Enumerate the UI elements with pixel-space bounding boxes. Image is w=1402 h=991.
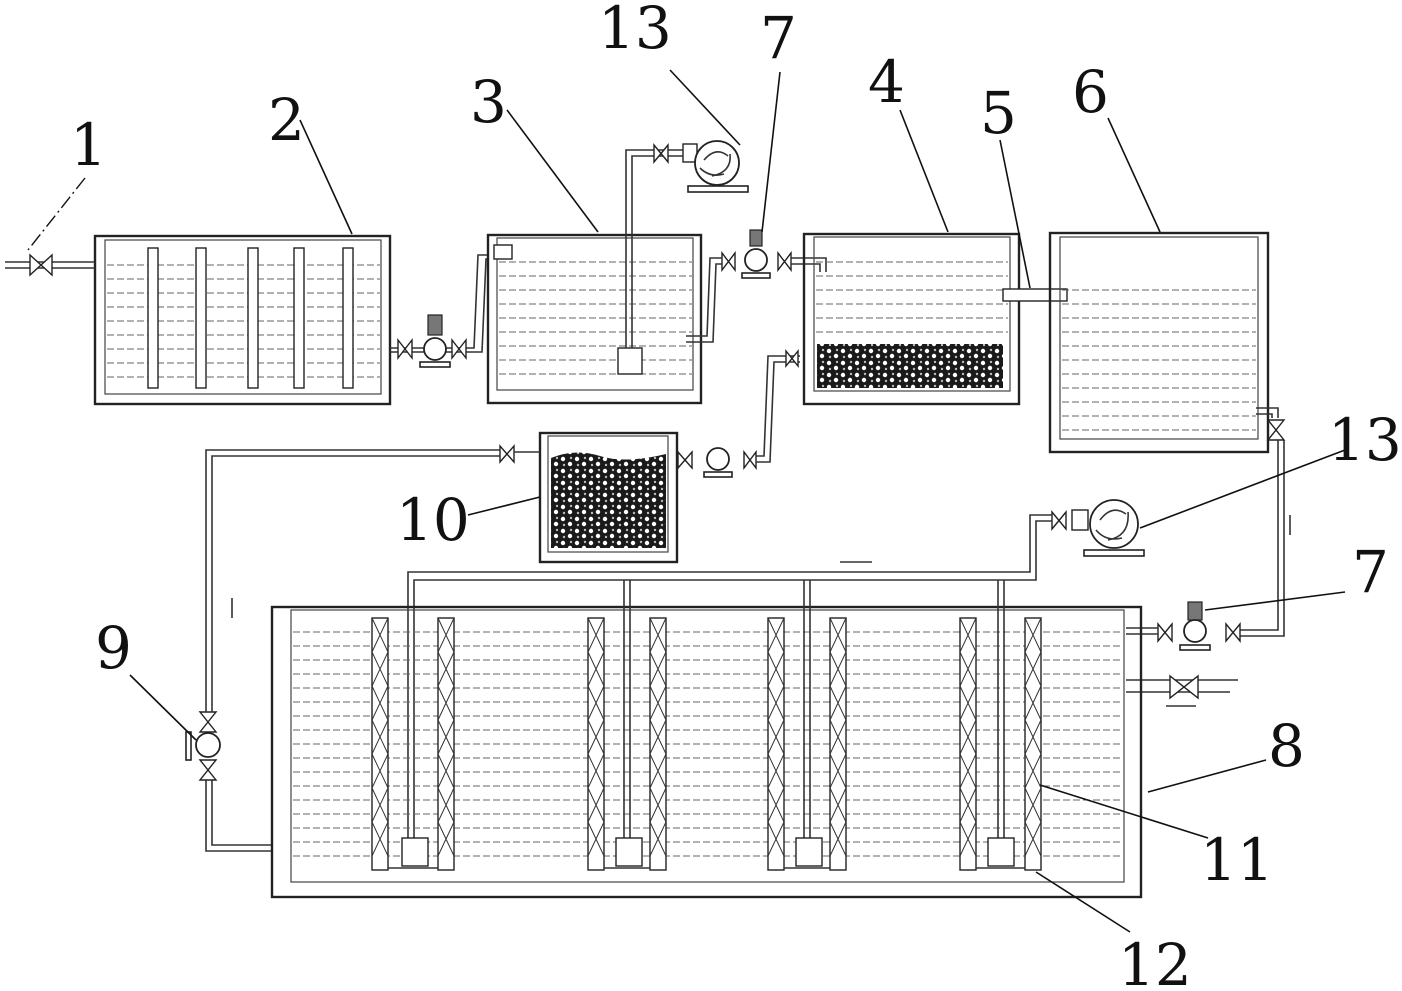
pump-9-recirculation <box>185 444 540 852</box>
membrane-module-2 <box>587 580 667 871</box>
media-bed <box>551 452 666 548</box>
label-3: 3 <box>470 68 507 136</box>
valve-icon <box>198 759 218 781</box>
blower-icon <box>694 140 740 186</box>
filter-media <box>817 344 1003 388</box>
outlet-valve-icon <box>1169 674 1199 700</box>
pump-2-to-3 <box>390 254 488 368</box>
valve-icon <box>1266 419 1286 441</box>
pump-icon <box>744 248 768 272</box>
diffuser-icon <box>401 837 429 867</box>
tank-2-baffle <box>93 234 392 406</box>
blower-icon <box>1089 499 1139 549</box>
tank-8-reactor <box>270 580 1143 899</box>
inlet-valve-icon <box>29 253 53 277</box>
pump-icon <box>195 732 221 758</box>
membrane-module-3 <box>767 580 847 871</box>
pump-icon <box>706 447 730 471</box>
label-12: 12 <box>1118 931 1192 991</box>
membrane-module-1 <box>371 617 455 871</box>
valve-icon <box>1157 622 1173 643</box>
label-10: 10 <box>396 486 470 554</box>
pump-motor-icon <box>749 229 763 247</box>
valve-icon <box>743 449 757 471</box>
tank-3-aeration <box>486 233 703 405</box>
tank-2-baffles <box>147 247 354 389</box>
inlet-pipe-1 <box>5 253 95 277</box>
tank-3-water-lines <box>499 261 692 375</box>
label-13-top: 13 <box>598 0 672 62</box>
pump-10-to-4 <box>677 349 800 478</box>
blower-13-top <box>625 140 749 348</box>
label-1: 1 <box>70 111 107 179</box>
label-6: 6 <box>1072 58 1109 126</box>
valve-icon <box>653 143 669 164</box>
blower-13-bottom <box>407 499 1145 845</box>
tank-6-water-lines <box>1062 289 1256 431</box>
diffuser-icon <box>795 837 823 867</box>
valve-icon <box>397 337 413 361</box>
valve-icon <box>499 444 515 464</box>
diffuser-icon <box>615 837 643 867</box>
pump-motor-icon <box>1187 601 1203 621</box>
pump-motor-icon <box>427 314 443 336</box>
valve-icon <box>451 337 467 361</box>
pump-7-top <box>686 229 827 343</box>
callout-labels: 1 2 3 13 7 4 5 6 13 7 8 11 12 9 10 <box>70 0 1402 991</box>
pump-icon <box>423 337 447 361</box>
label-7-bottom: 7 <box>1352 538 1389 606</box>
valve-icon <box>1225 622 1241 643</box>
tank-10-media <box>538 431 679 564</box>
outlet-pipe-8 <box>1126 674 1238 707</box>
label-11: 11 <box>1200 826 1274 894</box>
label-8: 8 <box>1268 712 1305 780</box>
leader-lines <box>27 69 1346 933</box>
label-4: 4 <box>868 48 905 116</box>
tank-4-water-lines <box>816 261 1008 333</box>
label-2: 2 <box>268 86 305 154</box>
label-13-bottom: 13 <box>1328 406 1402 474</box>
tank-4-filter <box>802 232 1021 406</box>
valve-icon <box>721 250 736 273</box>
tank-6-settling <box>1048 231 1286 454</box>
label-7-top: 7 <box>760 4 797 72</box>
valve-icon <box>785 349 799 368</box>
valve-icon <box>198 711 218 733</box>
label-9: 9 <box>95 614 132 682</box>
tank-8-water-lines <box>293 631 1122 857</box>
membrane-module-4 <box>959 580 1042 871</box>
valve-icon <box>777 250 792 273</box>
diffuser-icon <box>617 347 643 375</box>
label-5: 5 <box>980 79 1017 147</box>
valve-icon <box>1051 510 1067 531</box>
pump-icon <box>1183 619 1207 643</box>
pump-7-bottom <box>1126 440 1291 651</box>
valve-icon <box>677 450 693 470</box>
connecting-pipe-5 <box>1002 288 1068 302</box>
diffuser-icon <box>987 837 1015 867</box>
